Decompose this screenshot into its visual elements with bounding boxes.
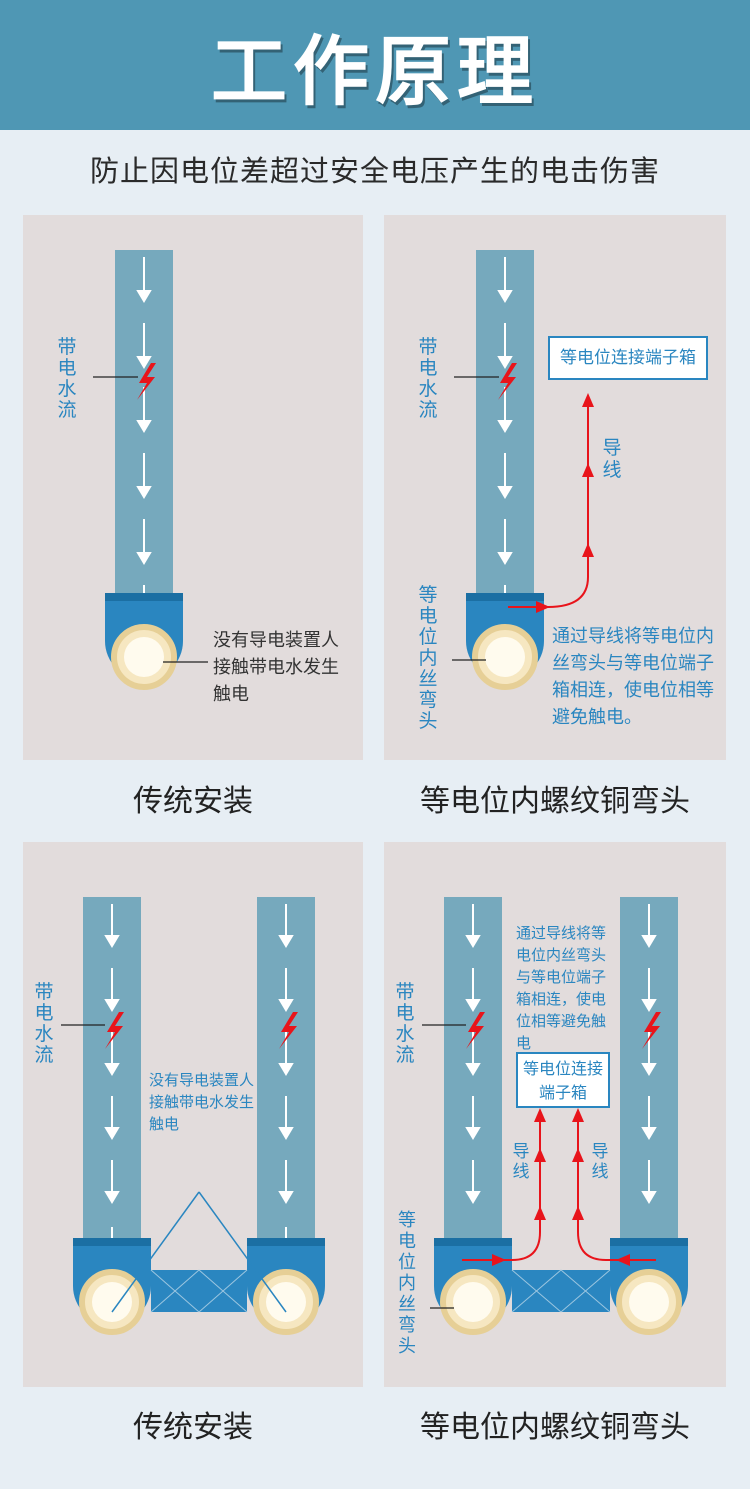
- panel-traditional-double: 带电水流 没有导电装置人接触带电水发生触电: [23, 842, 363, 1387]
- caption-equipotential-2: 等电位内螺纹铜弯头: [420, 1410, 690, 1445]
- caption-equipotential-1: 等电位内螺纹铜弯头: [420, 784, 690, 819]
- terminal-box: 等电位连接端子箱: [548, 336, 708, 380]
- traditional-double-diagram: [61, 897, 325, 1335]
- lightning-icon: [105, 1012, 124, 1049]
- equipotential-note: 通过导线将等电位内丝弯头与等电位端子箱相连，使电位相等避免触电。: [552, 626, 714, 728]
- lightning-icon: [498, 363, 517, 400]
- connecting-pipe: [151, 1270, 247, 1312]
- lightning-icon: [279, 1012, 298, 1049]
- wire-arrow-icon: [536, 393, 594, 613]
- down-arrow-icon: [465, 904, 657, 1204]
- lightning-icon: [466, 1012, 485, 1049]
- person-contact-line: [111, 1191, 287, 1313]
- equipotential-single-diagram: [452, 250, 594, 690]
- water-flow-label: 带电水流: [34, 981, 54, 1066]
- panel-equipotential-single: 带电水流 等电位连接端子箱 导线 等电位内丝弯头 通过导线将等电位内丝弯头与等电…: [384, 215, 726, 760]
- page-title: 工作原理: [211, 27, 539, 116]
- water-flow-label: 带电水流: [395, 981, 415, 1066]
- header-banner: 工作原理: [0, 0, 750, 130]
- down-arrow-icon: [136, 257, 152, 616]
- caption-traditional-1: 传统安装: [133, 784, 253, 819]
- wire-label: 导线: [602, 437, 622, 481]
- panel-equipotential-double: 带电水流 通过导线将等电位内丝弯头与等电位端子箱相连，使电位相等避免触电 等电位…: [384, 842, 726, 1387]
- terminal-box: 等电位连接端子箱: [516, 1052, 610, 1108]
- panel-traditional-single: 带电水流 没有导电装置人接触带电水发生触电: [23, 215, 363, 760]
- traditional-single-diagram: [93, 250, 208, 690]
- subtitle: 防止因电位差超过安全电压产生的电击伤害: [89, 154, 660, 188]
- water-flow-label: 带电水流: [57, 336, 77, 421]
- connecting-pipe: [512, 1270, 610, 1312]
- equipotential-note: 通过导线将等电位内丝弯头与等电位端子箱相连，使电位相等避免触电: [516, 924, 607, 1052]
- water-flow-label: 带电水流: [418, 336, 438, 421]
- no-protection-note: 没有导电装置人接触带电水发生触电: [213, 630, 339, 705]
- wire-arrow-icon: [492, 1108, 630, 1266]
- no-protection-note: 没有导电装置人接触带电水发生触电: [149, 1071, 255, 1133]
- caption-traditional-2: 传统安装: [133, 1410, 253, 1445]
- wire-label-right: 导线: [591, 1142, 609, 1182]
- elbow-label: 等电位内丝弯头: [418, 584, 438, 732]
- lightning-icon: [137, 363, 156, 400]
- ground-wire: [462, 1112, 656, 1261]
- wire-label-left: 导线: [512, 1142, 530, 1182]
- equipotential-double-diagram: [422, 897, 688, 1335]
- elbow-label: 等电位内丝弯头: [398, 1210, 416, 1357]
- lightning-icon: [642, 1012, 661, 1049]
